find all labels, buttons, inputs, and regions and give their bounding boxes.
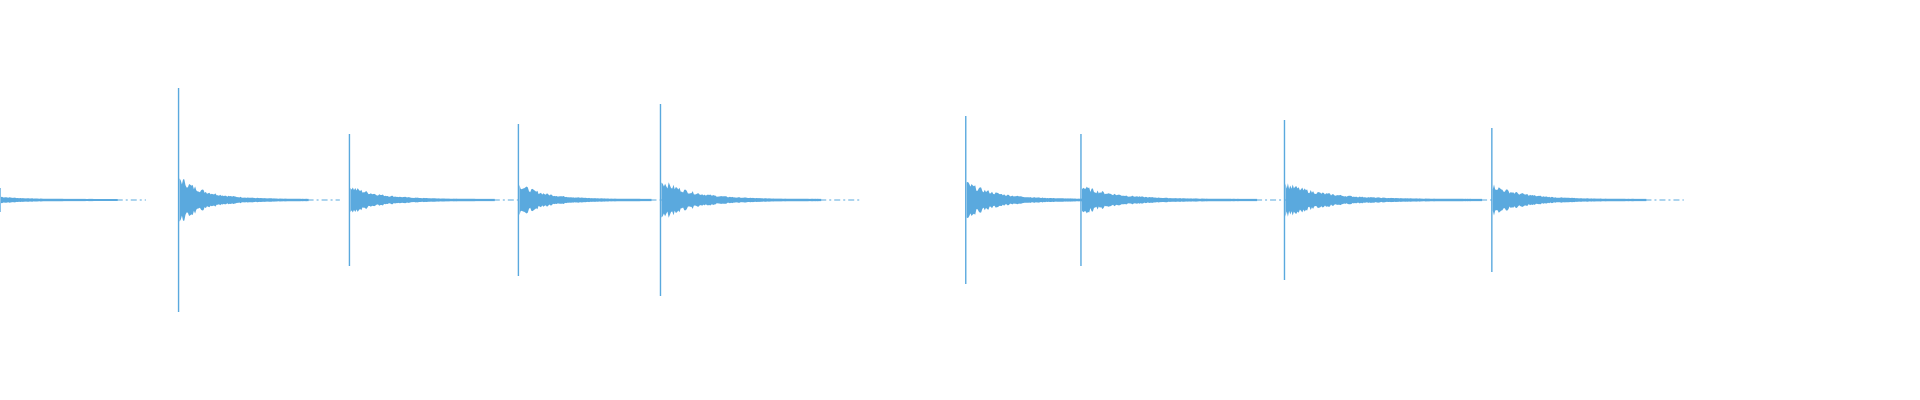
transient-hit	[1080, 134, 1300, 266]
transient-hit	[517, 124, 684, 276]
transient-hit	[177, 88, 340, 312]
transient-tail	[661, 182, 822, 218]
transient-tail	[1285, 183, 1483, 217]
transient-hit	[659, 104, 861, 296]
transient-tail	[1, 196, 118, 204]
transient-hit	[348, 134, 530, 266]
transient-tail	[1492, 184, 1647, 216]
transient-tail	[1082, 186, 1258, 214]
transient-tail	[350, 187, 495, 213]
transient-tail	[966, 181, 1118, 219]
transient-hit	[0, 188, 146, 212]
transient-hit	[1491, 128, 1684, 272]
transient-tail	[519, 184, 652, 216]
transient-tail	[179, 178, 309, 222]
waveform-hits	[0, 88, 1684, 312]
